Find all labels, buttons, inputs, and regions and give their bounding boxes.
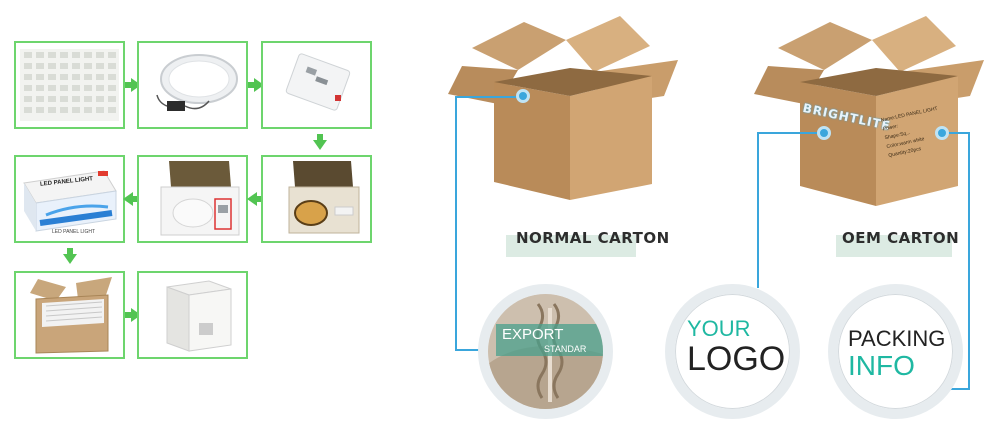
step-panel-grid: [14, 41, 125, 129]
panel-grid-cell: [108, 85, 116, 91]
color-box-image: [23, 170, 117, 232]
oem-packing-connector: [942, 132, 970, 390]
panel-grid-cell: [36, 63, 44, 69]
panel-grid-cell: [60, 107, 68, 113]
panel-grid-cell: [84, 107, 92, 113]
arrow-right-2: [248, 78, 264, 92]
color-box-label-bottom: LED PANEL LIGHT: [52, 229, 96, 235]
panel-grid-cell: [24, 85, 32, 91]
panel-grid-cell: [84, 52, 92, 58]
panel-grid-cell: [96, 63, 104, 69]
panel-grid-cell: [84, 63, 92, 69]
oem-logo-connector: [757, 132, 824, 288]
panel-grid-cell: [108, 52, 116, 58]
accessory-bag-image: [285, 53, 351, 111]
step-packed-carton: [261, 155, 372, 243]
panel-grid-cell: [24, 107, 32, 113]
step-master-carton-open: [14, 271, 125, 359]
panel-grid-cell: [108, 107, 116, 113]
panel-grid-cell: [60, 52, 68, 58]
export-text: EXPORT: [502, 326, 564, 343]
panel-grid-cell: [60, 74, 68, 80]
step-color-box: LED PANEL LIGHT LED PANEL LIGHT: [14, 155, 125, 243]
arrow-left-2: [247, 192, 264, 206]
packing-text: PACKING: [848, 326, 946, 351]
oem-logo-dot: [817, 126, 831, 140]
panel-grid-cell: [72, 107, 80, 113]
panel-grid-cell: [48, 96, 56, 102]
panel-grid-cell: [24, 74, 32, 80]
panel-grid-cell: [48, 107, 56, 113]
oem-packing-dot: [935, 126, 949, 140]
normal-label-band: [506, 235, 636, 257]
your-text: YOUR: [687, 316, 751, 341]
panel-in-box-image: [160, 161, 240, 236]
panel-grid-cell: [48, 52, 56, 58]
arrow-left-1: [123, 192, 140, 206]
panel-grid-cell: [96, 74, 104, 80]
step-round-panel: [137, 41, 248, 129]
panel-grid-cell: [36, 85, 44, 91]
sealed-carton-image: [166, 280, 232, 352]
export-standard-circle: EXPORT STANDAR: [478, 284, 613, 419]
step-panel-in-box: [137, 155, 248, 243]
master-carton-open-image: [30, 277, 112, 354]
your-logo-circle: YOUR LOGO: [665, 284, 800, 419]
panel-grid-cell: [48, 63, 56, 69]
panel-grid-cell: [84, 85, 92, 91]
panel-grid-cell: [36, 74, 44, 80]
panel-grid-cell: [108, 63, 116, 69]
arrow-down-2: [63, 248, 77, 264]
panel-grid-cell: [96, 52, 104, 58]
panel-grid-cell: [72, 74, 80, 80]
panel-grid-cell: [24, 96, 32, 102]
standard-text: STANDAR: [544, 344, 587, 354]
panel-grid-cell: [84, 74, 92, 80]
panel-grid-cell: [96, 107, 104, 113]
panel-grid-cell: [72, 63, 80, 69]
panel-grid-cell: [24, 63, 32, 69]
panel-grid-image: [20, 49, 119, 121]
panel-grid-cell: [96, 85, 104, 91]
round-panel-image: [156, 54, 238, 111]
panel-grid-cell: [36, 52, 44, 58]
panel-grid-cell: [36, 96, 44, 102]
panel-grid-cell: [108, 96, 116, 102]
panel-grid-cell: [72, 52, 80, 58]
panel-grid-cell: [72, 96, 80, 102]
step-sealed-carton: [137, 271, 248, 359]
panel-grid-cell: [24, 52, 32, 58]
panel-grid-cell: [48, 85, 56, 91]
panel-grid-cell: [72, 85, 80, 91]
arrow-right-1: [125, 78, 141, 92]
oem-label-band: [836, 235, 952, 257]
panel-grid-cell: [84, 96, 92, 102]
panel-grid-cell: [48, 74, 56, 80]
oem-carton-box: [754, 16, 984, 206]
arrow-down-1: [313, 134, 327, 150]
export-band: [496, 324, 603, 356]
packing-info-circle: PACKING INFO: [828, 284, 963, 419]
normal-connector-dot: [516, 89, 530, 103]
normal-carton-box: [448, 16, 678, 200]
info-text: INFO: [848, 350, 915, 381]
oem-carton-label: OEM CARTON: [842, 229, 960, 247]
panel-grid-cell: [60, 96, 68, 102]
normal-carton-label: NORMAL CARTON: [516, 229, 670, 247]
packed-carton-image: [288, 161, 360, 234]
step-accessory-bag: [261, 41, 372, 129]
logo-text: LOGO: [687, 340, 786, 378]
panel-grid-cell: [36, 107, 44, 113]
panel-grid-cell: [60, 63, 68, 69]
panel-grid-cell: [60, 85, 68, 91]
panel-grid-cell: [96, 96, 104, 102]
arrow-right-3: [125, 308, 141, 322]
panel-grid-cell: [108, 74, 116, 80]
